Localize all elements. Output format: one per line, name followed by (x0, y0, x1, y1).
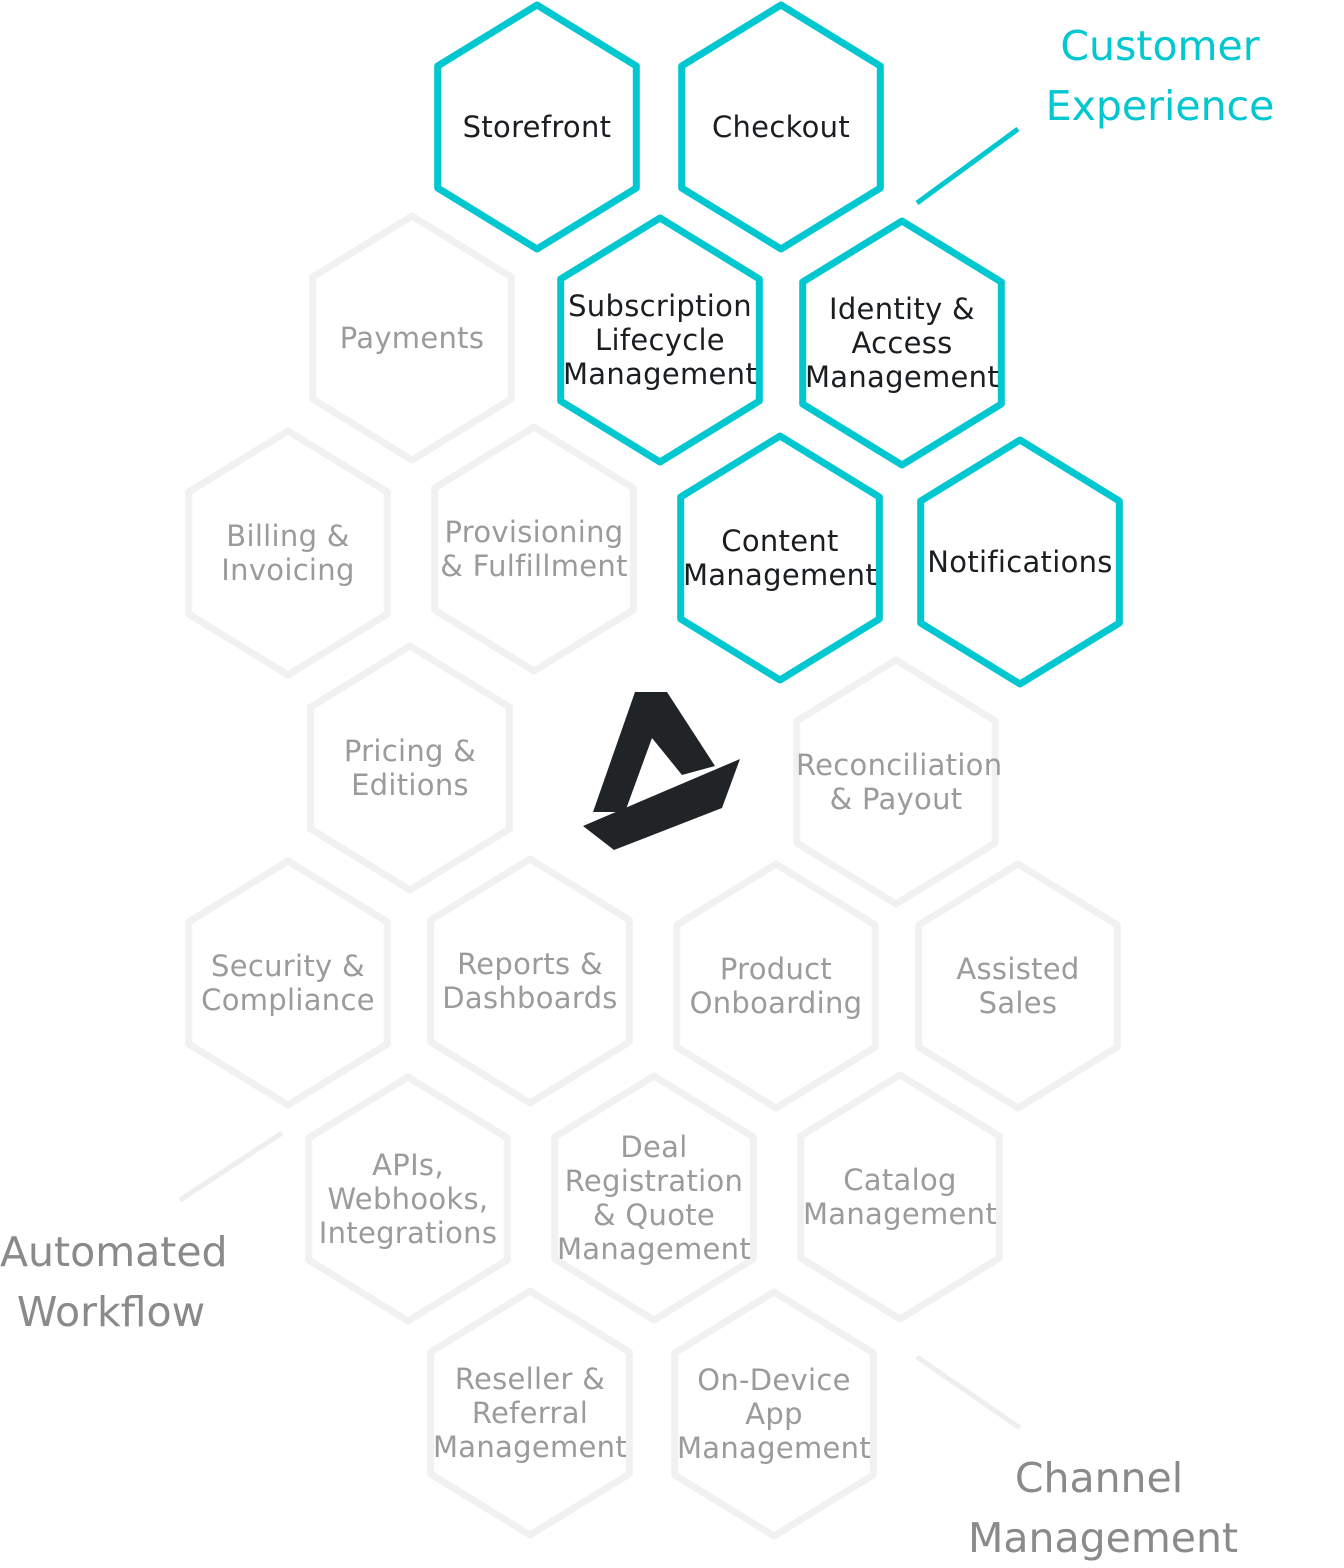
hex-label-assisted-sales: Assisted Sales (956, 952, 1080, 1020)
hex-notifications (917, 436, 1123, 688)
hex-provisioning-fulfillment (431, 423, 637, 675)
hex-label-product-onboarding: Product Onboarding (689, 952, 863, 1020)
hex-billing-invoicing (185, 427, 391, 679)
hex-identity-access-management (799, 217, 1005, 469)
hex-label-provisioning-fulfillment: Provisioning & Fulfillment (440, 515, 628, 583)
hex-label-pricing-editions: Pricing & Editions (343, 734, 477, 802)
hex-label-reconciliation-payout: Reconciliation & Payout (796, 748, 1003, 816)
hex-content-management (677, 432, 883, 684)
hex-apis-webhooks-integrations (305, 1073, 511, 1325)
connector-lines (178, 126, 1022, 1431)
hex-label-reports-dashboards: Reports & Dashboards (442, 947, 618, 1015)
hex-label-identity-access-management: Identity & Access Management (804, 292, 1000, 394)
hex-deal-registration-quote-management (551, 1072, 757, 1324)
hex-catalog-management (797, 1071, 1003, 1323)
hex-label-checkout: Checkout (711, 110, 851, 144)
hex-product-onboarding (673, 860, 879, 1112)
channel-management-connector (915, 1354, 1022, 1431)
hex-label-subscription-lifecycle-management: Subscription Lifecycle Management (562, 289, 758, 391)
automated-workflow-label: Automated Workflow (0, 1228, 228, 1336)
hex-payments (309, 212, 515, 464)
hex-checkout (678, 1, 884, 253)
hex-reconciliation-payout (793, 656, 999, 908)
hex-storefront (434, 1, 640, 253)
hex-label-security-compliance: Security & Compliance (201, 949, 375, 1017)
channel-management-label: Channel Management (968, 1454, 1239, 1562)
hex-on-device-app-management (671, 1288, 877, 1540)
hex-pricing-editions (307, 642, 513, 894)
hex-security-compliance (185, 857, 391, 1109)
hex-assisted-sales (915, 860, 1121, 1112)
hex-label-catalog-management: Catalog Management (802, 1163, 998, 1231)
triangular-sail-logo-icon (583, 692, 740, 850)
customer-experience-connector (915, 126, 1020, 206)
hex-label-notifications: Notifications (927, 545, 1113, 579)
hex-reports-dashboards (427, 855, 633, 1107)
hex-subscription-lifecycle-management (557, 214, 763, 466)
automated-workflow-connector (178, 1130, 284, 1203)
inactive-hex-layer (185, 212, 1121, 1540)
hex-label-apis-webhooks-integrations: APIs, Webhooks, Integrations (318, 1148, 498, 1250)
hex-label-on-device-app-management: On-Device App Management (676, 1363, 872, 1465)
hex-label-payments: Payments (339, 321, 485, 355)
customer-experience-label: Customer Experience (1045, 22, 1275, 130)
hex-reseller-referral-management (427, 1287, 633, 1539)
active-hex-layer (434, 1, 1123, 688)
hex-label-content-management: Content Management (682, 524, 878, 592)
hex-label-deal-registration-quote-management: Deal Registration & Quote Management (556, 1130, 752, 1266)
hex-label-storefront: Storefront (462, 110, 612, 144)
hex-label-reseller-referral-management: Reseller & Referral Management (432, 1362, 628, 1464)
hex-label-billing-invoicing: Billing & Invoicing (221, 519, 355, 587)
